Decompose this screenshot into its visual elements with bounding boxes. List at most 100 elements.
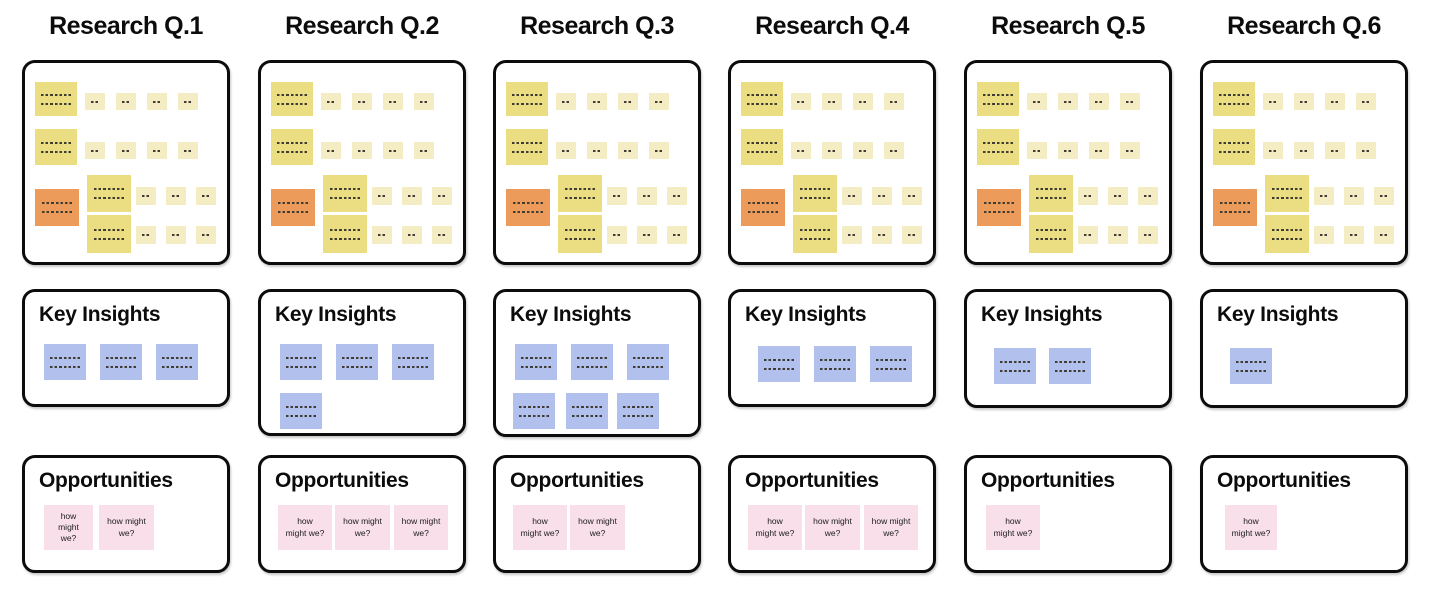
opportunity-sticky-note[interactable]: how might we? [513, 505, 567, 550]
research-sticky-note[interactable] [136, 226, 156, 244]
research-sticky-note[interactable] [1356, 142, 1376, 159]
research-sticky-note[interactable] [1374, 226, 1394, 244]
research-sticky-note[interactable] [432, 226, 452, 244]
insight-sticky-note[interactable] [1049, 348, 1091, 384]
research-sticky-note[interactable] [556, 93, 576, 110]
research-sticky-note[interactable] [35, 129, 77, 165]
research-sticky-note[interactable] [741, 189, 785, 226]
research-sticky-note[interactable] [271, 82, 313, 116]
research-sticky-note[interactable] [323, 175, 367, 212]
research-sticky-note[interactable] [1325, 93, 1345, 110]
research-sticky-note[interactable] [884, 93, 904, 110]
research-sticky-note[interactable] [383, 142, 403, 159]
research-sticky-note[interactable] [1058, 142, 1078, 159]
research-sticky-note[interactable] [506, 82, 548, 116]
research-sticky-note[interactable] [741, 129, 783, 165]
research-sticky-note[interactable] [35, 82, 77, 116]
research-sticky-note[interactable] [853, 142, 873, 159]
research-sticky-note[interactable] [1294, 93, 1314, 110]
research-sticky-note[interactable] [977, 82, 1019, 116]
research-sticky-note[interactable] [587, 142, 607, 159]
research-sticky-note[interactable] [506, 189, 550, 226]
research-sticky-note[interactable] [166, 226, 186, 244]
research-sticky-note[interactable] [556, 142, 576, 159]
research-sticky-note[interactable] [822, 142, 842, 159]
research-sticky-note[interactable] [166, 187, 186, 205]
insight-sticky-note[interactable] [336, 344, 378, 380]
research-sticky-note[interactable] [414, 142, 434, 159]
research-sticky-note[interactable] [178, 142, 198, 159]
research-sticky-note[interactable] [977, 129, 1019, 165]
research-sticky-note[interactable] [1356, 93, 1376, 110]
research-sticky-note[interactable] [147, 142, 167, 159]
research-sticky-note[interactable] [793, 215, 837, 253]
research-sticky-note[interactable] [1078, 187, 1098, 205]
research-sticky-note[interactable] [1120, 142, 1140, 159]
research-sticky-note[interactable] [1374, 187, 1394, 205]
opportunity-sticky-note[interactable]: how might we? [748, 505, 802, 550]
research-sticky-note[interactable] [558, 175, 602, 212]
research-sticky-note[interactable] [402, 187, 422, 205]
research-sticky-note[interactable] [1263, 93, 1283, 110]
research-sticky-note[interactable] [178, 93, 198, 110]
research-sticky-note[interactable] [1058, 93, 1078, 110]
research-sticky-note[interactable] [1029, 175, 1073, 212]
insight-sticky-note[interactable] [515, 344, 557, 380]
research-sticky-note[interactable] [1314, 226, 1334, 244]
research-sticky-note[interactable] [791, 142, 811, 159]
research-sticky-note[interactable] [618, 93, 638, 110]
research-sticky-note[interactable] [352, 142, 372, 159]
research-sticky-note[interactable] [1263, 142, 1283, 159]
opportunity-sticky-note[interactable]: how might we? [1225, 505, 1277, 550]
research-sticky-note[interactable] [116, 93, 136, 110]
research-sticky-note[interactable] [1138, 187, 1158, 205]
research-sticky-note[interactable] [1265, 175, 1309, 212]
research-sticky-note[interactable] [607, 187, 627, 205]
opportunity-sticky-note[interactable]: how might we? [864, 505, 918, 550]
research-sticky-note[interactable] [637, 226, 657, 244]
research-sticky-note[interactable] [1027, 142, 1047, 159]
insight-sticky-note[interactable] [994, 348, 1036, 384]
insight-sticky-note[interactable] [513, 393, 555, 429]
opportunity-sticky-note[interactable]: how might we? [986, 505, 1040, 550]
research-sticky-note[interactable] [196, 226, 216, 244]
opportunity-sticky-note[interactable]: how might we? [44, 505, 93, 550]
research-sticky-note[interactable] [271, 189, 315, 226]
opportunity-sticky-note[interactable]: how might we? [394, 505, 448, 550]
opportunity-sticky-note[interactable]: how might we? [570, 505, 625, 550]
research-sticky-note[interactable] [1138, 226, 1158, 244]
research-sticky-note[interactable] [842, 226, 862, 244]
research-sticky-note[interactable] [1314, 187, 1334, 205]
research-sticky-note[interactable] [87, 215, 131, 253]
insight-sticky-note[interactable] [280, 344, 322, 380]
research-sticky-note[interactable] [1120, 93, 1140, 110]
opportunity-sticky-note[interactable]: how might we? [335, 505, 390, 550]
research-sticky-note[interactable] [884, 142, 904, 159]
research-sticky-note[interactable] [1089, 142, 1109, 159]
research-sticky-note[interactable] [383, 93, 403, 110]
research-sticky-note[interactable] [196, 187, 216, 205]
research-sticky-note[interactable] [1344, 226, 1364, 244]
research-sticky-note[interactable] [1029, 215, 1073, 253]
research-sticky-note[interactable] [1213, 82, 1255, 116]
opportunity-sticky-note[interactable]: how might we? [805, 505, 860, 550]
research-sticky-note[interactable] [872, 226, 892, 244]
insight-sticky-note[interactable] [617, 393, 659, 429]
research-sticky-note[interactable] [321, 93, 341, 110]
research-sticky-note[interactable] [977, 189, 1021, 226]
research-sticky-note[interactable] [853, 93, 873, 110]
insight-sticky-note[interactable] [627, 344, 669, 380]
research-sticky-note[interactable] [136, 187, 156, 205]
insight-sticky-note[interactable] [758, 346, 800, 382]
research-sticky-note[interactable] [649, 142, 669, 159]
research-sticky-note[interactable] [1089, 93, 1109, 110]
research-sticky-note[interactable] [649, 93, 669, 110]
research-sticky-note[interactable] [432, 187, 452, 205]
research-sticky-note[interactable] [85, 93, 105, 110]
research-sticky-note[interactable] [822, 93, 842, 110]
research-sticky-note[interactable] [791, 93, 811, 110]
opportunity-sticky-note[interactable]: how might we? [99, 505, 154, 550]
research-sticky-note[interactable] [842, 187, 862, 205]
insight-sticky-note[interactable] [566, 393, 608, 429]
insight-sticky-note[interactable] [100, 344, 142, 380]
